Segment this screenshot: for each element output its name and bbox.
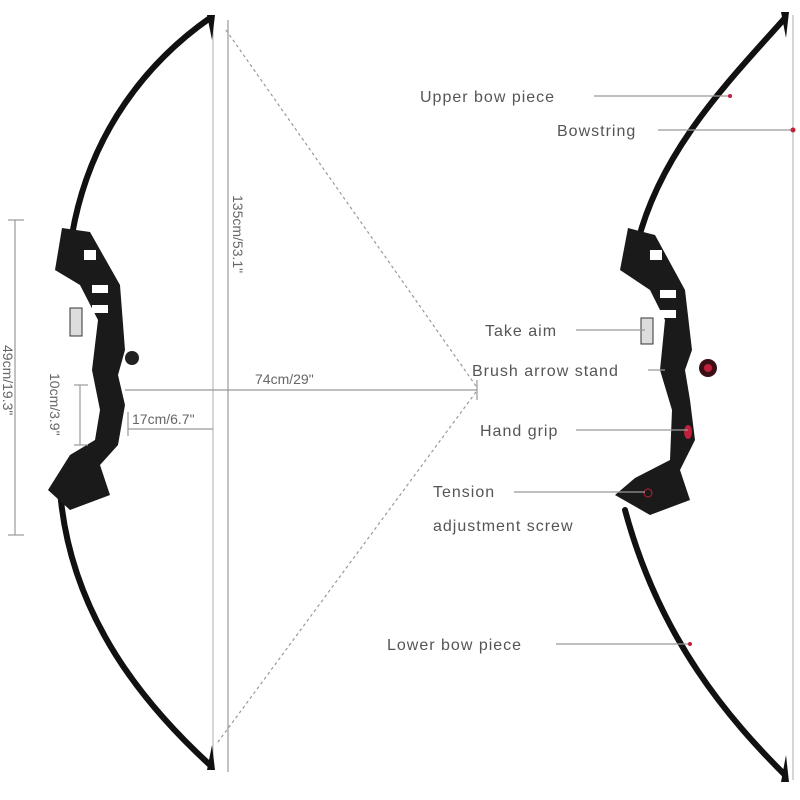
arrow-rest-marker [704,364,712,372]
riser-cutout [92,305,108,313]
adjustment-screw-label: adjustment screw [433,518,574,535]
right-lower-limb [622,507,788,778]
tension-screw-marker [643,488,653,498]
left-bow [48,15,215,770]
grip-height-label: 10cm/3.9" [47,373,63,436]
upper-bow-piece-label: Upper bow piece [420,89,555,106]
take-aim-label: Take aim [485,323,557,340]
grip-marker [684,425,692,439]
callout-dot [790,127,796,133]
left-riser [48,228,125,510]
left-arrow-rest [125,351,139,365]
left-upper-limb [69,15,213,238]
brace-height-label: 17cm/6.7" [132,411,195,427]
bowstring-label: Bowstring [557,123,636,140]
riser-cutout [650,250,662,260]
riser-cutout [660,310,676,318]
draw-length-label: 74cm/29" [255,371,314,387]
total-length-label: 135cm/53.1" [230,195,246,273]
callout-dot [688,642,692,646]
right-upper-limb [634,15,788,248]
right-bow [615,12,794,782]
left-limb-tips [207,15,215,770]
part-callouts: Upper bow piece Bowstring Take aim Brush… [387,89,796,654]
dashed-line-lower [217,391,477,743]
brush-arrow-stand-label: Brush arrow stand [472,363,619,380]
right-sight [640,317,654,345]
dashed-line-upper [225,29,477,387]
left-lower-limb [57,487,213,768]
riser-cutout [84,250,96,260]
left-sight [69,307,83,337]
hand-grip-label: Hand grip [480,423,558,440]
tension-label: Tension [433,484,495,501]
right-riser [615,228,695,515]
riser-cutout [92,285,108,293]
dimension-lines: 135cm/53.1" 74cm/29" 49cm/19.3" 10cm/3.9… [0,20,478,772]
right-limb-tips [781,12,789,782]
lower-bow-piece-label: Lower bow piece [387,637,522,654]
riser-length-label: 49cm/19.3" [0,345,16,415]
callout-dot [728,94,732,98]
riser-cutout [660,290,676,298]
